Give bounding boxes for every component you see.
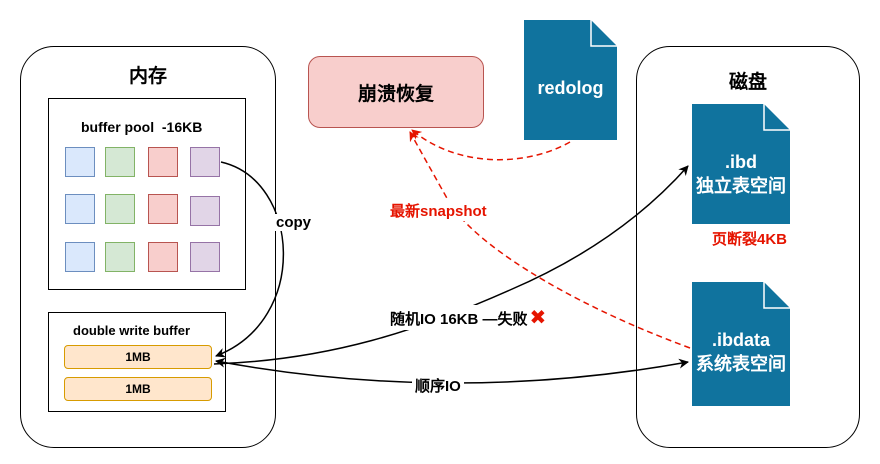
random-io-text: 随机IO 16KB —失败	[390, 311, 528, 328]
redolog-doc-fold	[590, 20, 617, 47]
buffer-pool-title: buffer pool -16KB	[81, 119, 203, 135]
latest-snapshot-label: 最新snapshot	[388, 200, 489, 221]
buffer-page	[105, 194, 135, 224]
memory-title: 内存	[128, 66, 167, 87]
dwb-block: 1MB	[64, 377, 212, 401]
ibdata-label-line2: 系统表空间	[696, 354, 786, 374]
buffer-page	[190, 196, 220, 226]
dwb-block: 1MB	[64, 345, 212, 369]
copy-arrow	[215, 161, 285, 358]
buffer-page	[190, 147, 220, 177]
snapshot-to-crash-arrow	[409, 131, 691, 349]
redolog-to-crash-arrow	[411, 129, 571, 161]
sequential-io-arrow	[215, 357, 689, 384]
buffer-page	[105, 147, 135, 177]
crash-recovery-box: 崩溃恢复	[308, 56, 484, 128]
disk-title: 磁盘	[728, 72, 767, 93]
ibd-doc-icon	[692, 104, 790, 224]
ibd-doc-fold	[763, 104, 790, 131]
buffer-page	[148, 242, 178, 272]
random-io-label: 随机IO 16KB —失败✖	[388, 305, 549, 330]
buffer-page	[65, 147, 95, 177]
buffer-page	[65, 242, 95, 272]
redolog-label: redolog	[537, 78, 604, 98]
ibdata-doc-fold	[763, 282, 790, 309]
sequential-io-label: 顺序IO	[412, 375, 464, 396]
ibd-label-line2: 独立表空间	[696, 176, 786, 196]
copy-label: copy	[274, 214, 314, 231]
buffer-page	[105, 242, 135, 272]
buffer-page	[65, 194, 95, 224]
ibd-label-line1: .ibd	[725, 152, 757, 172]
buffer-page	[148, 194, 178, 224]
buffer-page	[148, 147, 178, 177]
ibdata-label-line1: .ibdata	[711, 330, 770, 350]
buffer-page	[190, 242, 220, 272]
cross-mark-icon: ✖	[529, 307, 547, 329]
page-split-label: 页断裂4KB	[712, 231, 788, 248]
redolog-doc-icon	[524, 20, 617, 140]
double-write-buffer-title: double write buffer	[73, 323, 190, 338]
ibdata-doc-icon	[692, 282, 790, 406]
random-io-arrow	[213, 165, 689, 365]
